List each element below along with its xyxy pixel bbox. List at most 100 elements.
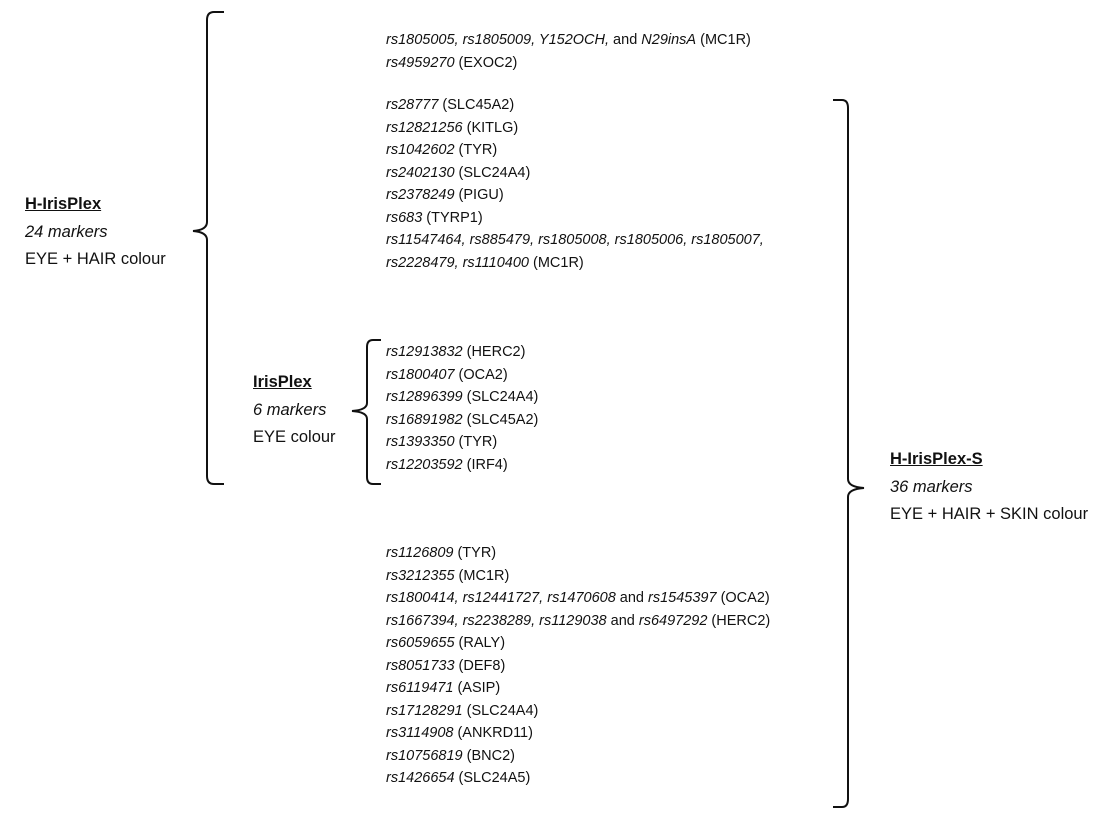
marker-line: rs17128291 (SLC24A4) [386,700,770,723]
eye-marker-list: rs12913832 (HERC2)rs1800407 (OCA2)rs1289… [386,341,538,476]
gene-text: (RALY) [454,635,506,651]
marker-line: rs12896399 (SLC24A4) [386,386,538,409]
h-irisplex-trait: EYE + HAIR colour [25,250,166,268]
h-irisplex-s-title: H-IrisPlex-S [890,450,983,468]
snp-id: N29insA [641,32,697,48]
marker-line: rs4959270 (EXOC2) [386,52,751,75]
marker-line: rs12821256 (KITLG) [386,117,764,140]
marker-line: rs1800407 (OCA2) [386,364,538,387]
marker-line: rs1667394, rs2238289, rs1129038 and rs64… [386,610,770,633]
h-irisplex-title: H-IrisPlex [25,195,102,213]
gene-text: (KITLG) [462,119,519,136]
irisplex-title: IrisPlex [253,373,312,391]
snp-id: rs3114908 [386,725,454,741]
hair-shared-marker-list: rs28777 (SLC45A2)rs12821256 (KITLG)rs104… [386,94,764,274]
h-irisplex-brace [192,11,224,485]
skin-marker-list: rs1126809 (TYR)rs3212355 (MC1R)rs1800414… [386,542,770,790]
gene-text: (TYR) [454,142,498,158]
marker-line: rs2378249 (PIGU) [386,184,764,207]
snp-id: rs12913832 [386,344,463,360]
gene-text: and [615,590,649,606]
gene-text: (TYRP1) [422,209,483,226]
marker-line: rs8051733 (DEF8) [386,655,770,678]
snp-id: rs17128291 [386,702,463,719]
snp-id: rs6059655 [386,635,455,651]
irisplex-markers: 6 markers [253,400,327,419]
gene-text: (TYR) [453,545,497,561]
marker-line: rs10756819 (BNC2) [386,745,770,768]
h-irisplex-s-brace [833,99,865,808]
snp-id: rs2378249 [386,187,455,203]
gene-text: (IRF4) [462,456,508,473]
gene-text: (OCA2) [454,366,508,383]
gene-text: (SLC24A4) [454,164,531,181]
snp-id: rs1126809 [386,545,454,561]
gene-text: (EXOC2) [454,54,518,71]
marker-line: rs12203592 (IRF4) [386,454,538,477]
h-irisplex-markers: 24 markers [25,222,108,241]
gene-text: (ANKRD11) [453,725,533,741]
snp-id: rs3212355 [386,567,455,584]
gene-text: and [606,612,639,629]
marker-line: rs2228479, rs1110400 (MC1R) [386,252,764,275]
irisplex-brace [351,339,381,485]
gene-text: (MC1R) [454,567,510,584]
snp-id: rs1042602 [386,142,455,158]
snp-id: rs1426654 [386,770,455,786]
snp-id: rs10756819 [386,747,463,764]
snp-id: rs1805005, rs1805009, Y152OCH, [386,32,610,48]
gene-text: (ASIP) [453,680,501,696]
gene-text: (SLC24A4) [462,702,539,719]
hair-only-marker-list: rs1805005, rs1805009, Y152OCH, and N29in… [386,29,751,74]
gene-text: (HERC2) [462,344,526,360]
marker-line: rs1805005, rs1805009, Y152OCH, and N29in… [386,29,751,52]
gene-text: (SLC45A2) [438,97,515,113]
irisplex-label: IrisPlex 6 markers EYE colour [253,369,336,452]
snp-id: rs1545397 [648,590,717,606]
snp-id: rs2228479, rs1110400 [386,254,529,271]
snp-id: rs1800414, rs12441727, rs1470608 [386,590,616,606]
gene-text: (PIGU) [454,187,504,203]
snp-id: rs11547464, rs885479, rs1805008, rs18050… [386,232,764,248]
snp-id: rs2402130 [386,164,455,181]
marker-line: rs11547464, rs885479, rs1805008, rs18050… [386,229,764,252]
snp-id: rs4959270 [386,54,455,71]
marker-line: rs1800414, rs12441727, rs1470608 and rs1… [386,587,770,610]
h-irisplex-s-trait: EYE + HAIR + SKIN colour [890,505,1089,523]
snp-id: rs683 [386,209,423,226]
marker-line: rs6059655 (RALY) [386,632,770,655]
marker-line: rs16891982 (SLC45A2) [386,409,538,432]
snp-id: rs12821256 [386,119,463,136]
snp-id: rs1800407 [386,366,455,383]
gene-text: (HERC2) [707,612,771,629]
gene-text: (SLC45A2) [462,411,539,428]
marker-line: rs3114908 (ANKRD11) [386,722,770,745]
marker-line: rs1126809 (TYR) [386,542,770,565]
marker-line: rs1393350 (TYR) [386,431,538,454]
gene-text: (MC1R) [696,32,751,48]
snp-id: rs12203592 [386,456,463,473]
marker-line: rs1426654 (SLC24A5) [386,767,770,790]
marker-line: rs12913832 (HERC2) [386,341,538,364]
gene-text: (TYR) [454,434,498,450]
gene-text: (BNC2) [462,747,515,764]
marker-line: rs28777 (SLC45A2) [386,94,764,117]
gene-text: (DEF8) [454,657,506,674]
snp-id: rs8051733 [386,657,455,674]
marker-line: rs3212355 (MC1R) [386,565,770,588]
marker-line: rs2402130 (SLC24A4) [386,162,764,185]
marker-line: rs6119471 (ASIP) [386,677,770,700]
gene-text: (SLC24A4) [462,389,539,405]
marker-line: rs1042602 (TYR) [386,139,764,162]
marker-line: rs683 (TYRP1) [386,207,764,230]
h-irisplex-s-markers: 36 markers [890,477,973,496]
snp-id: rs16891982 [386,411,463,428]
gene-text: (OCA2) [716,590,770,606]
gene-text: (MC1R) [528,254,584,271]
snp-id: rs6119471 [386,680,454,696]
snp-id: rs28777 [386,97,439,113]
gene-text: and [609,32,642,48]
snp-id: rs1393350 [386,434,455,450]
h-irisplex-label: H-IrisPlex 24 markers EYE + HAIR colour [25,191,166,274]
